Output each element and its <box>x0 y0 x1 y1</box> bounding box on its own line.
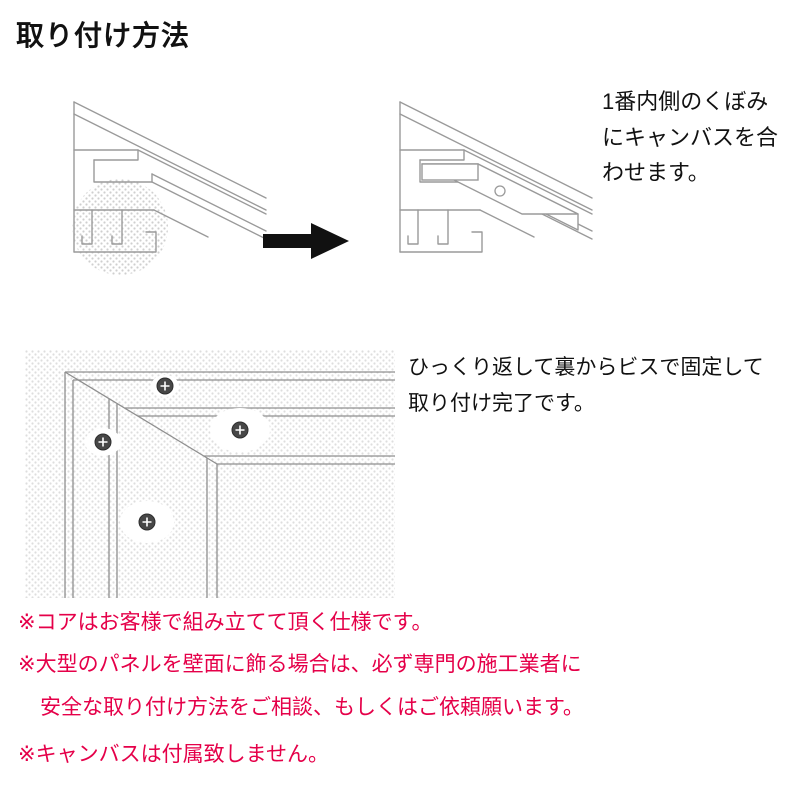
screw-icon <box>94 433 112 451</box>
screw-hole-icon <box>494 185 506 197</box>
halftone-background <box>25 350 395 598</box>
frame-corner-back-diagram <box>25 350 395 598</box>
canvas-panel <box>421 163 579 231</box>
frame-profile-after-diagram <box>399 101 593 253</box>
arrow-right-icon <box>263 223 349 259</box>
footnotes: ※コアはお客様で組み立てて頂く仕様です。 ※大型のパネルを壁面に飾る場合は、必ず… <box>18 608 778 783</box>
note-line-large-panel-2: 安全な取り付け方法をご相談、もしくはご依頼願います。 <box>40 695 584 719</box>
note-line-large-panel-1: ※大型のパネルを壁面に飾る場合は、必ず専門の施工業者に <box>18 653 582 677</box>
screw-icon <box>231 421 249 439</box>
frame-corner-lines <box>64 371 395 598</box>
screw-icon <box>156 377 174 395</box>
groove-highlight-stipple-circle <box>72 179 168 275</box>
step2-caption: ひっくり返して裏からビスで固定して 取り付け完了です。 <box>408 356 764 415</box>
screws <box>94 377 249 531</box>
page-title: 取り付け方法 <box>16 20 191 51</box>
screw-icon <box>138 513 156 531</box>
frame-profile-lines <box>73 101 267 253</box>
note-line-core-assembly: ※コアはお客様で組み立てて頂く仕様です。 <box>18 611 433 634</box>
frame-profile-before-diagram <box>72 101 267 275</box>
note-line-canvas-not-included: ※キャンバスは付属致しません。 <box>18 743 329 767</box>
step1-caption: 1番内側のくぼみ にキャンバスを合 わせます。 <box>602 89 779 186</box>
